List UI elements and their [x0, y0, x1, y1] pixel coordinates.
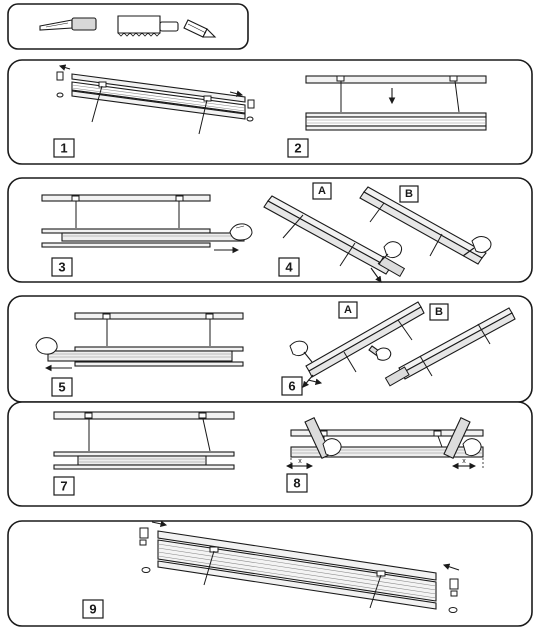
pencil-icon — [377, 241, 403, 265]
step-1-illustration — [56, 64, 255, 135]
step-6-variant-b-badge: B — [429, 303, 449, 321]
dimension-x-right: x — [462, 458, 466, 465]
tools-panel — [7, 3, 249, 50]
panel-steps-3-4: 3 A — [7, 177, 533, 283]
step-4-variant-b-illustration — [359, 186, 492, 265]
step-9-badge: 9 — [82, 599, 104, 619]
knife-icon — [368, 345, 392, 361]
step-5-badge: 5 — [51, 377, 73, 397]
step-6-number: 6 — [288, 379, 295, 394]
step-6-variant-a-illustration — [289, 301, 425, 388]
step-7-illustration — [53, 411, 235, 470]
step-4-variant-a-letter: A — [318, 185, 326, 197]
step-1-number: 1 — [60, 141, 67, 156]
hand-icon — [322, 438, 482, 457]
step-2-badge: 2 — [287, 138, 309, 158]
step-7-number: 7 — [60, 479, 67, 494]
dimension-x-left: x — [298, 458, 302, 465]
step-8-number: 8 — [293, 476, 300, 491]
step-4-badge: 4 — [278, 257, 300, 277]
step-3-number: 3 — [58, 260, 65, 275]
step-7-badge: 7 — [53, 476, 75, 496]
bracket-icon — [139, 527, 459, 597]
step-8-badge: 8 — [286, 473, 308, 493]
step-4-variant-a-badge: A — [312, 182, 332, 200]
step-4-variant-b-letter: B — [405, 188, 413, 200]
step-3-badge: 3 — [51, 257, 73, 277]
saw-icon — [117, 15, 179, 37]
knife-icon — [39, 17, 97, 31]
step-5-number: 5 — [58, 380, 65, 395]
step-3-illustration — [41, 194, 253, 254]
step-1-badge: 1 — [53, 138, 75, 158]
dimension-marker-right: x — [451, 458, 477, 470]
step-6-variant-b-letter: B — [435, 306, 443, 318]
step-2-number: 2 — [294, 141, 301, 156]
dimension-marker-left: x — [285, 458, 314, 470]
step-9-illustration — [139, 520, 460, 613]
pencil-icon — [289, 340, 313, 363]
pencil-icon — [183, 19, 217, 38]
panel-step-9: 9 — [7, 520, 533, 627]
hand-icon — [35, 337, 58, 355]
step-4-variant-a-illustration — [263, 195, 406, 283]
step-6-badge: 6 — [281, 376, 303, 396]
panel-steps-5-6: 5 A — [7, 295, 533, 403]
step-6-variant-b-illustration — [384, 307, 516, 387]
step-5-illustration — [35, 312, 244, 372]
step-4-variant-b-badge: B — [399, 185, 419, 203]
hand-icon — [229, 223, 253, 241]
panel-steps-1-2: 1 2 — [7, 59, 533, 165]
hand-icon — [462, 236, 492, 257]
panel-steps-7-8: 7 x — [7, 401, 533, 507]
step-6-variant-a-badge: A — [338, 301, 358, 319]
step-9-number: 9 — [89, 602, 96, 617]
step-2-illustration — [305, 75, 487, 131]
step-8-illustration: x x — [285, 417, 484, 470]
step-6-variant-a-letter: A — [344, 304, 352, 316]
step-4-number: 4 — [285, 260, 293, 275]
